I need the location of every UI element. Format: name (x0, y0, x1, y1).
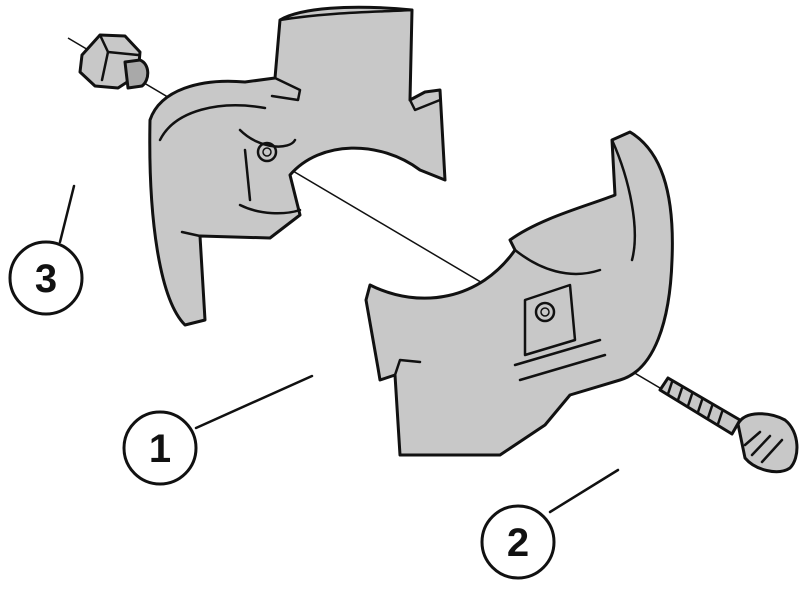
callout-2-label: 2 (507, 521, 529, 565)
callout-1: 1 (122, 410, 198, 486)
upper-clamp-half (148, 5, 447, 327)
leader-line-3 (58, 184, 76, 244)
callout-1-label: 1 (149, 427, 171, 471)
callout-3-label: 3 (35, 257, 57, 301)
callout-2: 2 (480, 504, 556, 580)
leader-line-2 (548, 468, 620, 514)
screw (658, 376, 799, 474)
hex-nut (78, 33, 150, 90)
leader-line-1 (194, 374, 314, 430)
callout-3: 3 (8, 240, 84, 316)
lower-clamp-half (364, 130, 674, 457)
